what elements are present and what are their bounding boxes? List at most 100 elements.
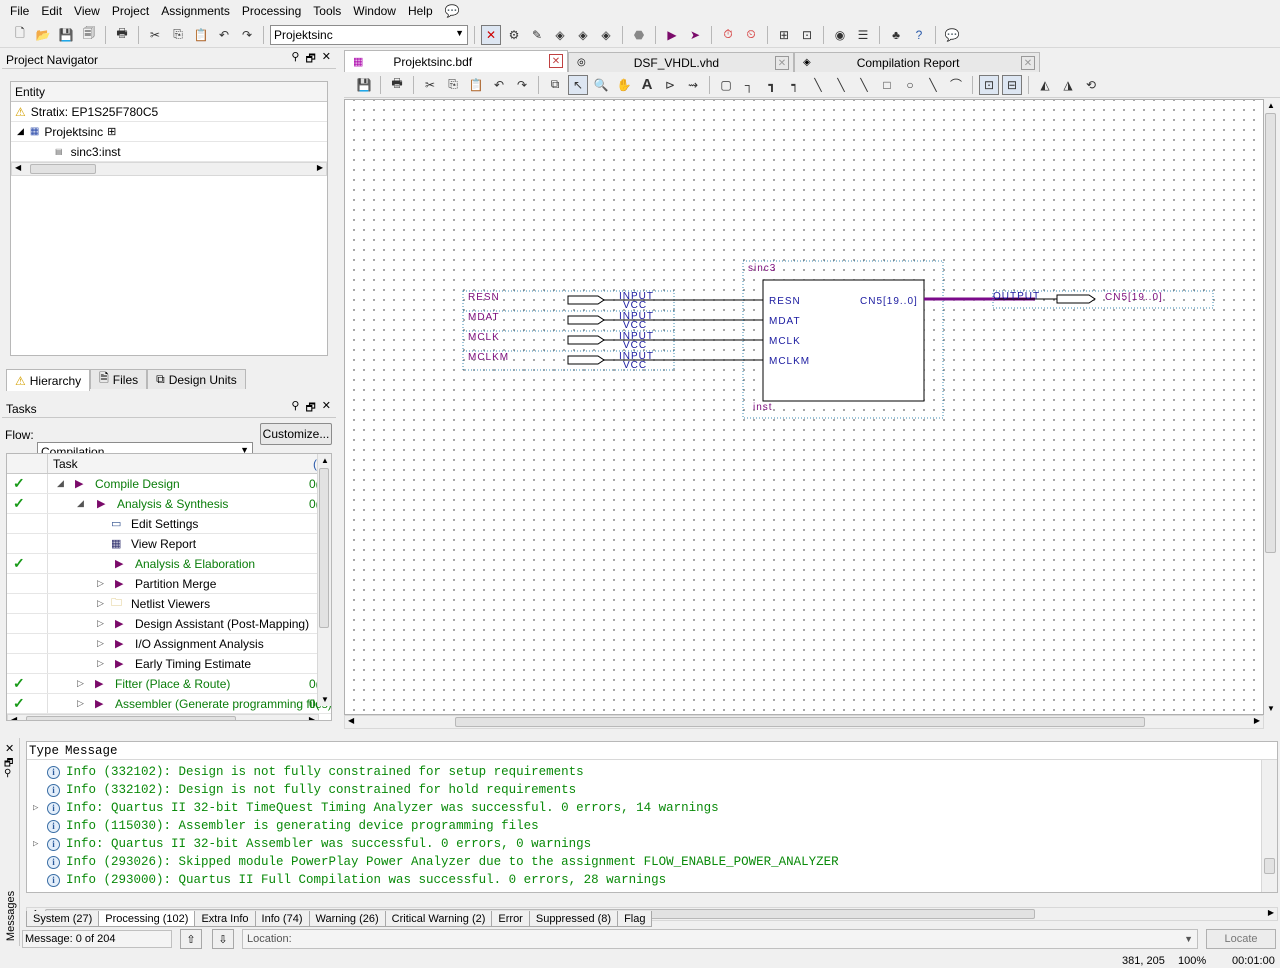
close-icon[interactable]: ✕ xyxy=(321,400,331,412)
expand-triangle-icon[interactable]: ▷ xyxy=(97,658,104,668)
scroll-thumb[interactable] xyxy=(1265,113,1276,553)
float-icon[interactable]: 🗗 xyxy=(305,402,316,414)
pin-planner-icon[interactable]: ⚙ xyxy=(508,27,520,42)
input-pin-name[interactable]: MDAT xyxy=(468,312,500,323)
rtl-viewer-icon[interactable]: ⊡ xyxy=(801,27,813,42)
messages-vscrollbar[interactable] xyxy=(1261,760,1277,892)
cut-icon[interactable]: ✂ xyxy=(424,77,436,92)
redo-icon[interactable]: ↷ xyxy=(241,27,253,42)
cut-icon[interactable]: ✂ xyxy=(149,27,161,42)
diagonal-conduit-icon[interactable]: ╲ xyxy=(860,77,868,92)
project-combo[interactable]: Projektsinc ▼ xyxy=(270,24,468,45)
message-tab[interactable]: Error xyxy=(491,911,530,927)
message-tab[interactable]: Warning (26) xyxy=(308,911,386,927)
task-row[interactable]: ▦View Report xyxy=(7,534,331,554)
input-pin-name[interactable]: RESN xyxy=(468,292,500,303)
menu-tools[interactable]: Tools xyxy=(313,4,342,18)
arrow-left-icon[interactable]: ◀ xyxy=(348,716,355,725)
task-row[interactable]: ▷▶I/O Assignment Analysis xyxy=(7,634,331,654)
input-pin-name[interactable]: MCLK xyxy=(468,332,500,343)
pin-tool-icon[interactable]: ⇝ xyxy=(687,77,699,92)
expand-triangle-icon[interactable]: ▷ xyxy=(77,678,84,688)
locate-button[interactable]: Locate xyxy=(1206,929,1276,949)
chip-planner-icon[interactable]: ◉ xyxy=(834,27,846,42)
save-all-icon[interactable]: 🗐 xyxy=(83,26,95,40)
menu-file[interactable]: File xyxy=(10,4,30,18)
arrow-right-icon[interactable]: ▶ xyxy=(316,163,323,172)
customize-button[interactable]: Customize... xyxy=(260,423,332,445)
stop-icon[interactable]: ⬣ xyxy=(633,27,645,42)
save-icon[interactable]: 💾 xyxy=(58,27,74,42)
task-row[interactable]: ▷▶Early Timing Estimate xyxy=(7,654,331,674)
expand-triangle-icon[interactable]: ▷ xyxy=(33,803,39,813)
task-row[interactable]: ▷▶Design Assistant (Post-Mapping) xyxy=(7,614,331,634)
analysis-icon[interactable]: ➤ xyxy=(689,27,701,42)
close-icon[interactable]: ✕ xyxy=(321,51,331,63)
block-tool-icon[interactable]: ▢ xyxy=(720,77,732,92)
tab-dsf-vhdl[interactable]: ◎ DSF_VHDL.vhd ✕ xyxy=(568,52,794,72)
copy-icon[interactable]: ⎘ xyxy=(173,27,183,41)
expand-triangle-icon[interactable]: ◢ xyxy=(57,478,64,488)
message-tab[interactable]: Flag xyxy=(617,911,653,927)
chip-icon[interactable]: ◈ xyxy=(601,27,611,42)
input-pin-symbol[interactable] xyxy=(567,315,605,325)
zoom-tool-icon[interactable]: 🔍 xyxy=(593,77,609,92)
block-name[interactable]: sinc3 xyxy=(748,263,776,274)
input-pin-name[interactable]: MCLKM xyxy=(468,352,509,363)
expand-triangle-icon[interactable]: ◢ xyxy=(17,126,24,136)
text-tool-icon[interactable]: A xyxy=(641,76,653,93)
arrow-left-icon[interactable]: ◀ xyxy=(15,163,22,172)
edit-icon[interactable]: ✎ xyxy=(531,27,543,42)
expand-triangle-icon[interactable]: ▷ xyxy=(97,598,104,608)
task-row[interactable]: ▷🗀Netlist Viewers xyxy=(7,594,331,614)
scroll-thumb[interactable] xyxy=(319,468,329,628)
task-row[interactable]: ✓▷▶Assembler (Generate programming files… xyxy=(7,694,331,714)
arrow-up-icon[interactable]: ▲ xyxy=(1267,101,1275,110)
arrow-right-icon[interactable]: ▶ xyxy=(1253,716,1260,725)
float-icon[interactable]: 🗗 xyxy=(305,53,316,65)
output-pin-symbol[interactable] xyxy=(1056,294,1096,304)
help-balloon-icon[interactable]: 💬 xyxy=(944,27,960,42)
input-pin-symbol[interactable] xyxy=(567,335,605,345)
netlist-icon[interactable]: ⊞ xyxy=(778,27,790,42)
scroll-thumb[interactable] xyxy=(1264,858,1275,874)
menu-help[interactable]: Help xyxy=(407,4,433,18)
chip-icon[interactable]: ◈ xyxy=(578,27,588,42)
arrow-down-icon[interactable]: ▼ xyxy=(321,695,329,704)
undo-icon[interactable]: ↶ xyxy=(493,77,505,92)
save-icon[interactable]: 💾 xyxy=(356,77,372,92)
previous-message-icon[interactable]: ⇧ xyxy=(180,929,202,949)
chevron-down-icon[interactable]: ▼ xyxy=(1184,934,1193,944)
message-tab[interactable]: Suppressed (8) xyxy=(528,911,619,927)
tasks-vscrollbar[interactable]: ▲ ▼ xyxy=(317,454,331,706)
menu-edit[interactable]: Edit xyxy=(41,4,63,18)
arrow-right-icon[interactable]: ▶ xyxy=(308,715,315,721)
task-row[interactable]: ✓▶Analysis & Elaboration xyxy=(7,554,331,574)
timing-icon[interactable]: ⏱ xyxy=(723,27,733,41)
partial-line-select-icon[interactable]: ⊟ xyxy=(1002,74,1022,95)
print-icon[interactable]: 🖶 xyxy=(116,26,128,40)
clock-icon[interactable]: ⏲ xyxy=(746,27,756,41)
orthogonal-conduit-icon[interactable]: ┑ xyxy=(791,77,799,92)
device-row[interactable]: ⚠ Stratix: EP1S25F780C5 xyxy=(11,102,327,122)
expand-triangle-icon[interactable]: ▷ xyxy=(33,839,39,849)
paste-icon[interactable]: 📋 xyxy=(468,77,484,92)
flip-vertical-icon[interactable]: ◮ xyxy=(1063,77,1073,92)
diagonal-bus-icon[interactable]: ╲ xyxy=(837,77,845,92)
menu-view[interactable]: View xyxy=(74,4,100,18)
new-file-icon[interactable]: 🗋 xyxy=(15,26,25,40)
expand-triangle-icon[interactable]: ◢ xyxy=(77,498,84,508)
menu-project[interactable]: Project xyxy=(111,4,150,18)
paste-icon[interactable]: 📋 xyxy=(193,27,209,42)
input-pin-symbol[interactable] xyxy=(567,355,605,365)
help-icon[interactable]: ? xyxy=(915,27,923,42)
child-entity-row[interactable]: ▤ sinc3:inst xyxy=(11,142,327,162)
compile-stop-icon[interactable]: ✕ xyxy=(481,24,501,45)
